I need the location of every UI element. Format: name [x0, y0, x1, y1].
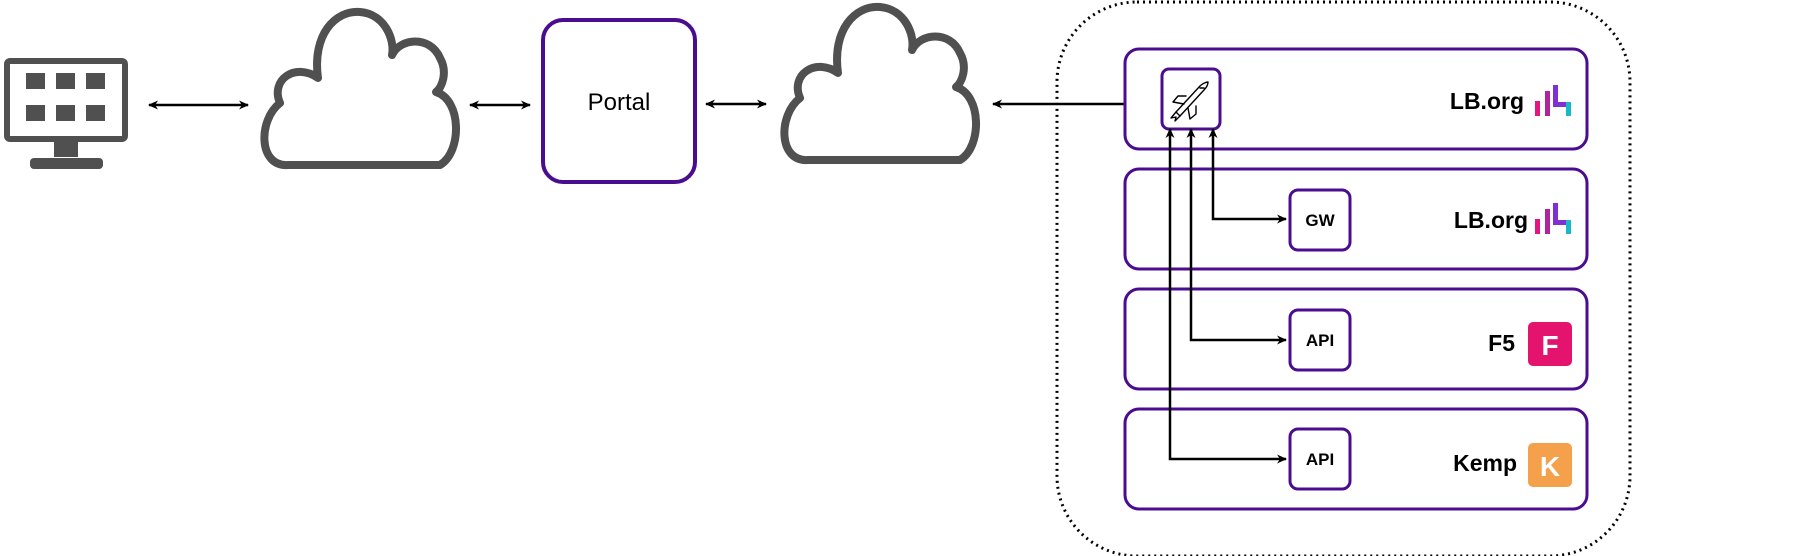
cloud-icon: [780, 2, 980, 164]
portal-node[interactable]: Portal: [541, 18, 697, 184]
desktop-monitor-icon: [4, 58, 128, 169]
gw-label: GW: [1305, 211, 1335, 230]
f5-logo-letter: F: [1541, 330, 1558, 361]
launcher-kemp-api-connector: [1165, 128, 1287, 464]
row-brand-label: LB.org: [1454, 207, 1528, 233]
api-label: API: [1306, 450, 1334, 469]
api-label: API: [1306, 331, 1334, 350]
api-node[interactable]: API: [1288, 308, 1352, 372]
lb-org-logo: [1535, 203, 1571, 234]
row-brand-label: F5: [1488, 330, 1515, 356]
gw-node[interactable]: GW: [1288, 188, 1352, 252]
rocket-icon: [1170, 81, 1209, 122]
kemp-logo-letter: K: [1540, 451, 1560, 482]
portal-label: Portal: [588, 89, 651, 116]
lb-org-logo: [1535, 85, 1571, 116]
launcher-node[interactable]: [1160, 67, 1222, 131]
row-brand-label: Kemp: [1453, 450, 1517, 476]
kemp-logo: K: [1528, 443, 1572, 487]
row-brand-label: LB.org: [1450, 88, 1524, 114]
cloud-icon: [260, 7, 460, 169]
api-node[interactable]: API: [1288, 427, 1352, 491]
row-lb-org-primary: LB.org: [1123, 47, 1589, 151]
f5-logo: F: [1528, 322, 1572, 366]
row-lb-org-gateway: LB.org GW: [1123, 167, 1589, 271]
